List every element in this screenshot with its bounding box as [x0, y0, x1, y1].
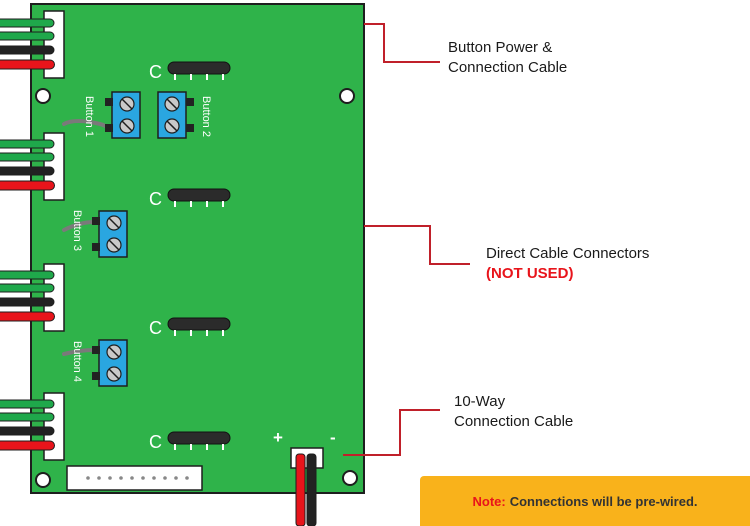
- note-box: Note: Connections will be pre-wired.: [420, 476, 750, 526]
- mounting-hole-icon: [342, 470, 358, 486]
- connector-2: [0, 132, 65, 201]
- header-pin-icon: [167, 188, 231, 202]
- jumper-wire-3: [62, 220, 96, 232]
- mounting-hole-icon: [35, 88, 51, 104]
- callout-ten-way-line1: 10-Way: [454, 393, 506, 410]
- connector-1: [0, 10, 65, 79]
- note-text: Connections will be pre-wired.: [509, 493, 698, 509]
- leader-line-button-power: [364, 23, 440, 63]
- header-c-label: C: [149, 432, 162, 452]
- pin-header-1: C: [149, 61, 231, 82]
- header-c-label: C: [149, 62, 162, 82]
- callout-ten-way-line2: Connection Cable: [454, 413, 574, 430]
- header-pin-icon: [167, 431, 231, 445]
- button-2-label: Button 2: [200, 96, 212, 137]
- leader-line-direct-cable: [364, 225, 470, 265]
- pin-header-3: C: [149, 317, 231, 338]
- header-c-label: C: [149, 189, 162, 209]
- header-pin-icon: [167, 317, 231, 331]
- screw-terminal-icon: [92, 339, 128, 387]
- mounting-hole-icon: [35, 472, 51, 488]
- pcb-board: [30, 3, 365, 494]
- note-label: Note:: [472, 493, 506, 509]
- callout-button-power-line2: Connection Cable: [448, 59, 568, 76]
- button-4-label: Button 4: [71, 341, 83, 382]
- callout-direct-cable-line1: Direct Cable Connectors: [486, 245, 650, 262]
- screw-terminal-icon: [105, 91, 141, 139]
- mounting-hole-icon: [339, 88, 355, 104]
- jumper-wire-4: [62, 348, 96, 356]
- screw-terminal-icon: [157, 91, 194, 139]
- minus-label: -: [330, 428, 336, 447]
- connector-3: [0, 263, 65, 332]
- pin-header-2: C: [149, 188, 231, 209]
- button-1-label: Button 1: [83, 96, 95, 137]
- pin-header-4: C: [149, 431, 231, 452]
- callout-button-power-line1: Button Power &: [448, 39, 553, 56]
- leader-line-ten-way: [343, 409, 440, 456]
- callout-ten-way: 10-Way Connection Cable: [454, 392, 573, 432]
- power-connector: + -: [273, 428, 336, 526]
- callout-direct-cable-line2: (NOT USED): [486, 265, 574, 282]
- header-c-label: C: [149, 318, 162, 338]
- connector-4: [0, 392, 65, 461]
- plus-label: +: [273, 428, 283, 447]
- callout-direct-cable: Direct Cable Connectors (NOT USED): [486, 244, 649, 284]
- screw-terminal-icon: [92, 210, 128, 258]
- button-3-label: Button 3: [71, 210, 83, 251]
- ten-way-connector: [66, 465, 203, 491]
- header-pin-icon: [167, 61, 231, 75]
- callout-button-power: Button Power & Connection Cable: [448, 38, 567, 78]
